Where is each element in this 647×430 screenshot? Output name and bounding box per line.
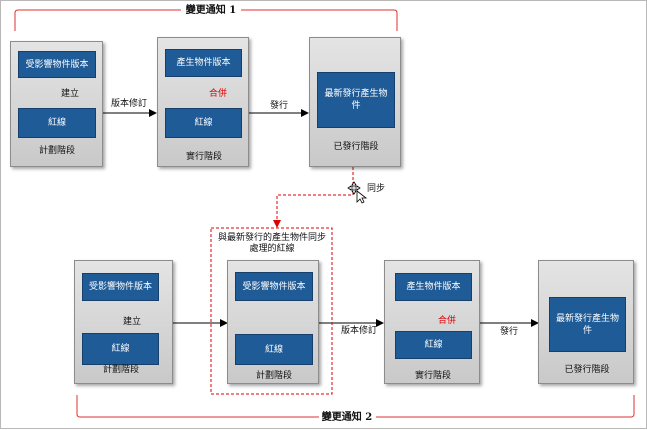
top-release-label: 發行 (269, 101, 289, 111)
bottom-exec-redline-box: 紅線 (395, 331, 472, 359)
top-exec-caption: 實行階段 (185, 152, 223, 162)
bottom-revise-label: 版本修訂 (340, 326, 378, 336)
bottom-create-label: 建立 (123, 317, 142, 327)
sync-group-label: 與最新發行的產生物件同步處理的紅線 (217, 233, 326, 254)
top-merge-label: 合併 (209, 89, 228, 99)
top-affected-object-box: 受影響物件版本 (18, 51, 96, 78)
top-bracket-right (241, 9, 398, 31)
top-revise-label: 版本修訂 (110, 99, 148, 109)
bottom-bracket (76, 395, 319, 418)
bottom-plan2-caption: 計劃階段 (255, 371, 293, 381)
bottom-latest-released-box: 最新發行產生物件 (549, 297, 626, 352)
top-exec-redline-box: 紅線 (165, 108, 242, 138)
change-notice-2-title: 變更通知 2 (321, 412, 373, 423)
bottom-released-caption: 已發行階段 (564, 365, 610, 375)
bottom-release-label: 發行 (499, 327, 519, 337)
bottom-released-phase: 最新發行產生物件 已發行階段 (538, 260, 634, 384)
top-exec-phase: 產生物件版本 紅線 實行階段 (157, 37, 249, 167)
bottom-bracket-right (376, 395, 635, 418)
top-plan-caption: 計劃階段 (38, 146, 76, 156)
bottom-plan2-redline-box: 紅線 (235, 334, 313, 365)
bottom-plan-caption: 計劃階段 (102, 365, 140, 375)
sync-connector (273, 167, 354, 228)
top-released-caption: 已發行階段 (333, 142, 379, 152)
top-bracket (14, 9, 181, 31)
change-notice-1-title: 變更通知 1 (185, 5, 237, 16)
top-latest-released-box: 最新發行產生物件 (317, 72, 395, 128)
bottom-affected-object-box: 受影響物件版本 (82, 273, 159, 301)
bottom-plan2-phase: 受影響物件版本 紅線 計劃階段 (227, 260, 319, 384)
move-cursor-icon (347, 181, 368, 204)
bottom-exec-phase: 產生物件版本 紅線 實行階段 (384, 260, 480, 384)
bottom-exec-caption: 實行階段 (414, 371, 452, 381)
top-released-phase: 最新發行產生物件 已發行階段 (309, 37, 401, 167)
bottom-plan-redline-box: 紅線 (82, 333, 159, 365)
top-produced-object-box: 產生物件版本 (165, 49, 242, 77)
bottom-produced-object-box: 產生物件版本 (395, 273, 472, 301)
sync-label: 同步 (367, 184, 386, 194)
top-plan-redline-box: 紅線 (18, 108, 96, 138)
top-create-label: 建立 (61, 89, 80, 99)
bottom-plan-phase: 受影響物件版本 紅線 計劃階段 (74, 260, 173, 384)
bottom-merge-label: 合併 (438, 316, 457, 326)
sync-redline-group (210, 227, 333, 395)
top-plan-phase: 受影響物件版本 紅線 計劃階段 (10, 41, 103, 167)
bottom-plan2-affected-box: 受影響物件版本 (235, 272, 313, 301)
